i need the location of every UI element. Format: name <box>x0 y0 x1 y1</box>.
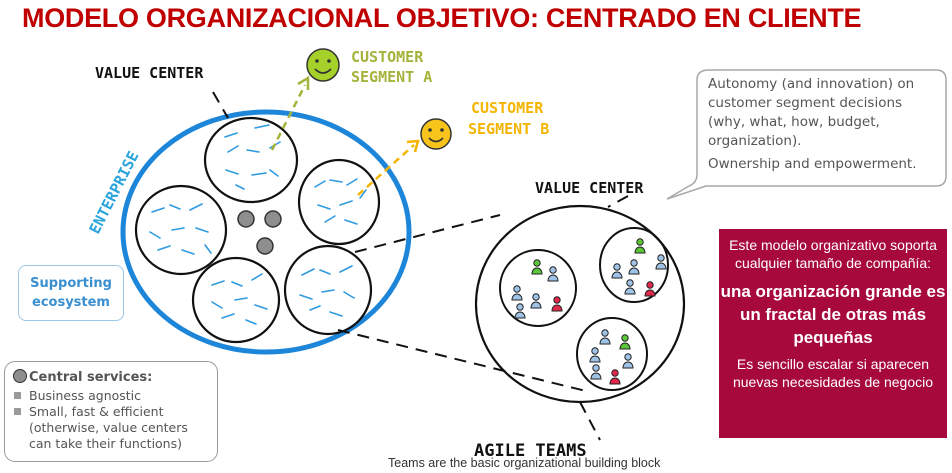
value-center-circle <box>283 244 373 336</box>
bullet-icon <box>14 392 21 399</box>
value-center-circle <box>203 116 299 204</box>
fractal-note-highlight: una organización grande es un fractal de… <box>720 282 946 347</box>
central-service-dot-icon <box>13 369 27 383</box>
team-dashes <box>149 124 367 325</box>
list-item: Small, fast & efficient (otherwise, valu… <box>13 404 213 452</box>
central-service-dots <box>237 210 282 255</box>
value-center-circle <box>297 158 381 246</box>
arrow-to-segment-b <box>357 139 420 196</box>
customer-segment-a-label: SEGMENT A <box>351 68 432 86</box>
bubble-line: organization). <box>708 133 802 149</box>
fractal-note-scaling: Es sencillo escalar si aparecen nuevas n… <box>732 356 934 390</box>
bullet-icon <box>14 408 21 415</box>
bubble-line: (why, what, how, budget, <box>708 114 880 130</box>
customer-segment-a-label: CUSTOMER <box>351 48 424 66</box>
autonomy-bubble: Autonomy (and innovation) on customer se… <box>708 75 944 174</box>
value-center-label: VALUE CENTER <box>95 64 204 82</box>
caption: Teams are the basic organizational build… <box>388 456 661 470</box>
central-services-box: Central services: Business agnostic Smal… <box>4 361 218 462</box>
page-title: MODELO ORGANIZACIONAL OBJETIVO: CENTRADO… <box>22 3 862 33</box>
arrow-to-segment-a <box>270 75 310 151</box>
customer-segment-b-label: SEGMENT B <box>468 120 549 138</box>
agile-teams-label: AGILE TEAMS <box>474 441 587 461</box>
value-center-circles <box>134 116 381 344</box>
bubble-line: Autonomy (and innovation) on <box>708 76 915 92</box>
value-center-circle <box>191 256 281 344</box>
central-services-list: Business agnostic Small, fast & efficien… <box>13 388 213 452</box>
speech-bubble <box>666 69 947 200</box>
value-center-detail-circle <box>474 204 686 404</box>
team-members <box>511 238 667 385</box>
enterprise-ring <box>120 109 412 355</box>
central-services-heading: Central services: <box>13 369 152 385</box>
agile-team-circle <box>499 249 577 327</box>
fractal-note-box: Este modelo organizativo soporta cualqui… <box>719 229 947 438</box>
enterprise-label: ENTERPRISE <box>86 148 143 237</box>
value-center-label: VALUE CENTER <box>535 179 644 197</box>
list-item: Business agnostic <box>13 388 213 404</box>
customer-segment-b-smiley <box>420 118 452 150</box>
bubble-line: customer segment decisions <box>708 95 903 111</box>
fractal-note-intro: Este modelo organizativo soporta cualqui… <box>729 237 937 271</box>
customer-segment-a-smiley <box>306 48 340 82</box>
value-center-circle <box>134 184 228 276</box>
zoom-lines <box>212 91 629 441</box>
agile-team-circle <box>599 227 669 303</box>
bubble-ownership: Ownership and empowerment. <box>708 156 917 172</box>
customer-segment-b-label: CUSTOMER <box>471 99 544 117</box>
agile-team-circle <box>576 317 648 391</box>
